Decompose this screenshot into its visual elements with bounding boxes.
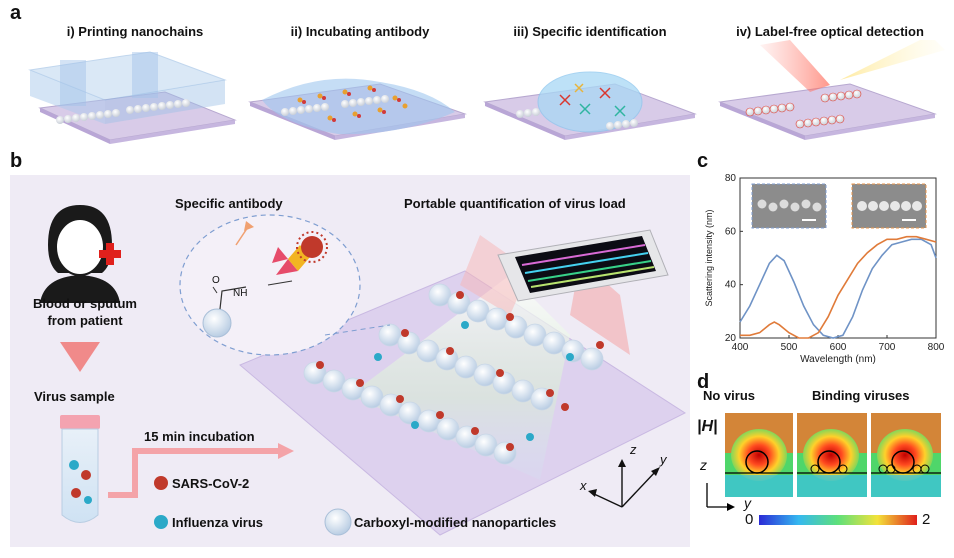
y-tick-label: 20 — [725, 333, 737, 344]
y-tick-label: 40 — [725, 280, 737, 291]
step-2-title: ii) Incubating antibody — [290, 24, 430, 39]
binding-viruses-label: Binding viruses — [812, 388, 910, 403]
specific-antibody-label: Specific antibody — [175, 196, 283, 211]
sem-bead — [912, 201, 922, 211]
nanoparticle-chain — [303, 283, 604, 465]
series-line-1 — [739, 238, 937, 339]
sem-bead — [790, 202, 800, 212]
panel-c-letter: c — [697, 150, 709, 172]
scale-min-label: 0 — [745, 511, 754, 528]
x-tick-label: 400 — [732, 342, 749, 353]
step-1-title: i) Printing nanochains — [66, 24, 204, 39]
x-tick-label: 700 — [879, 342, 896, 353]
step-3-illustration — [483, 71, 697, 140]
panel-a-illustrations — [28, 40, 945, 144]
axis-z-label: z — [630, 442, 637, 457]
legend-sars-icon — [154, 476, 168, 490]
step-1-illustration — [28, 51, 237, 144]
sem-bead — [757, 199, 767, 209]
sem-bead — [779, 199, 789, 209]
panel-a-letter: a — [10, 2, 22, 24]
linker-nh-label: NH — [233, 288, 248, 299]
sars-virus-icon — [296, 231, 328, 263]
y-tick-label: 60 — [725, 226, 737, 237]
series-line-2 — [740, 235, 937, 339]
patient-label-2: from patient — [47, 313, 123, 328]
field-map-2 — [797, 413, 867, 497]
legend-flu-icon — [154, 515, 168, 529]
axis-x-label: x — [580, 478, 587, 493]
linker-o-label: O — [212, 275, 220, 286]
incubation-label: 15 min incubation — [144, 429, 255, 444]
x-axis-label: Wavelength (nm) — [800, 354, 876, 365]
incubation-arrow — [108, 448, 280, 498]
panel-b-letter: b — [10, 150, 23, 172]
portable-quantification-label: Portable quantification of virus load — [404, 196, 626, 211]
patient-label-1: Blood or sputum — [33, 296, 137, 311]
sem-bead — [890, 201, 900, 211]
h-field-label: |H| — [697, 418, 718, 435]
x-tick-label: 500 — [781, 342, 798, 353]
field-z-label: z — [700, 457, 707, 473]
legend-flu-label: Influenza virus — [172, 515, 264, 530]
sem-bead — [812, 202, 822, 212]
smartphone-icon — [497, 229, 669, 302]
colorbar — [759, 515, 917, 525]
virus-sample-label: Virus sample — [34, 389, 115, 404]
patient-icon — [40, 205, 120, 303]
x-tick-label: 600 — [830, 342, 847, 353]
panel-b-illustration — [40, 205, 687, 536]
legend-np-icon — [324, 508, 352, 536]
sem-bead — [768, 202, 778, 212]
xyz-axes-icon — [591, 465, 657, 508]
step-3-title: iii) Specific identification — [513, 24, 667, 39]
step-4-title: iv) Label-free optical detection — [736, 24, 924, 39]
legend-np-label: Carboxyl-modified nanoparticles — [354, 515, 557, 530]
sample-tube-icon — [60, 415, 100, 523]
y-axis-label: Scattering intensity (nm) — [704, 209, 714, 306]
sem-bead — [901, 201, 911, 211]
red-cross-icon — [99, 243, 121, 265]
sem-bead — [868, 201, 878, 211]
legend-sars-label: SARS-CoV-2 — [172, 476, 250, 491]
field-map-1 — [725, 413, 793, 497]
sem-bead — [879, 201, 889, 211]
step-2-illustration — [248, 78, 467, 140]
y-tick-label: 80 — [725, 173, 737, 184]
panel-d-letter: d — [697, 371, 710, 393]
field-map-3 — [871, 413, 941, 497]
no-virus-label: No virus — [703, 388, 756, 403]
field-y-label: y — [744, 495, 751, 511]
down-arrow-icon — [60, 342, 100, 372]
sem-bead — [857, 201, 867, 211]
step-4-illustration — [718, 40, 945, 140]
virus-markers — [316, 291, 604, 451]
axis-y-label: y — [660, 452, 667, 467]
x-tick-label: 800 — [928, 342, 945, 353]
field-maps — [706, 413, 941, 525]
scale-max-label: 2 — [922, 511, 931, 528]
sem-bead — [801, 199, 811, 209]
